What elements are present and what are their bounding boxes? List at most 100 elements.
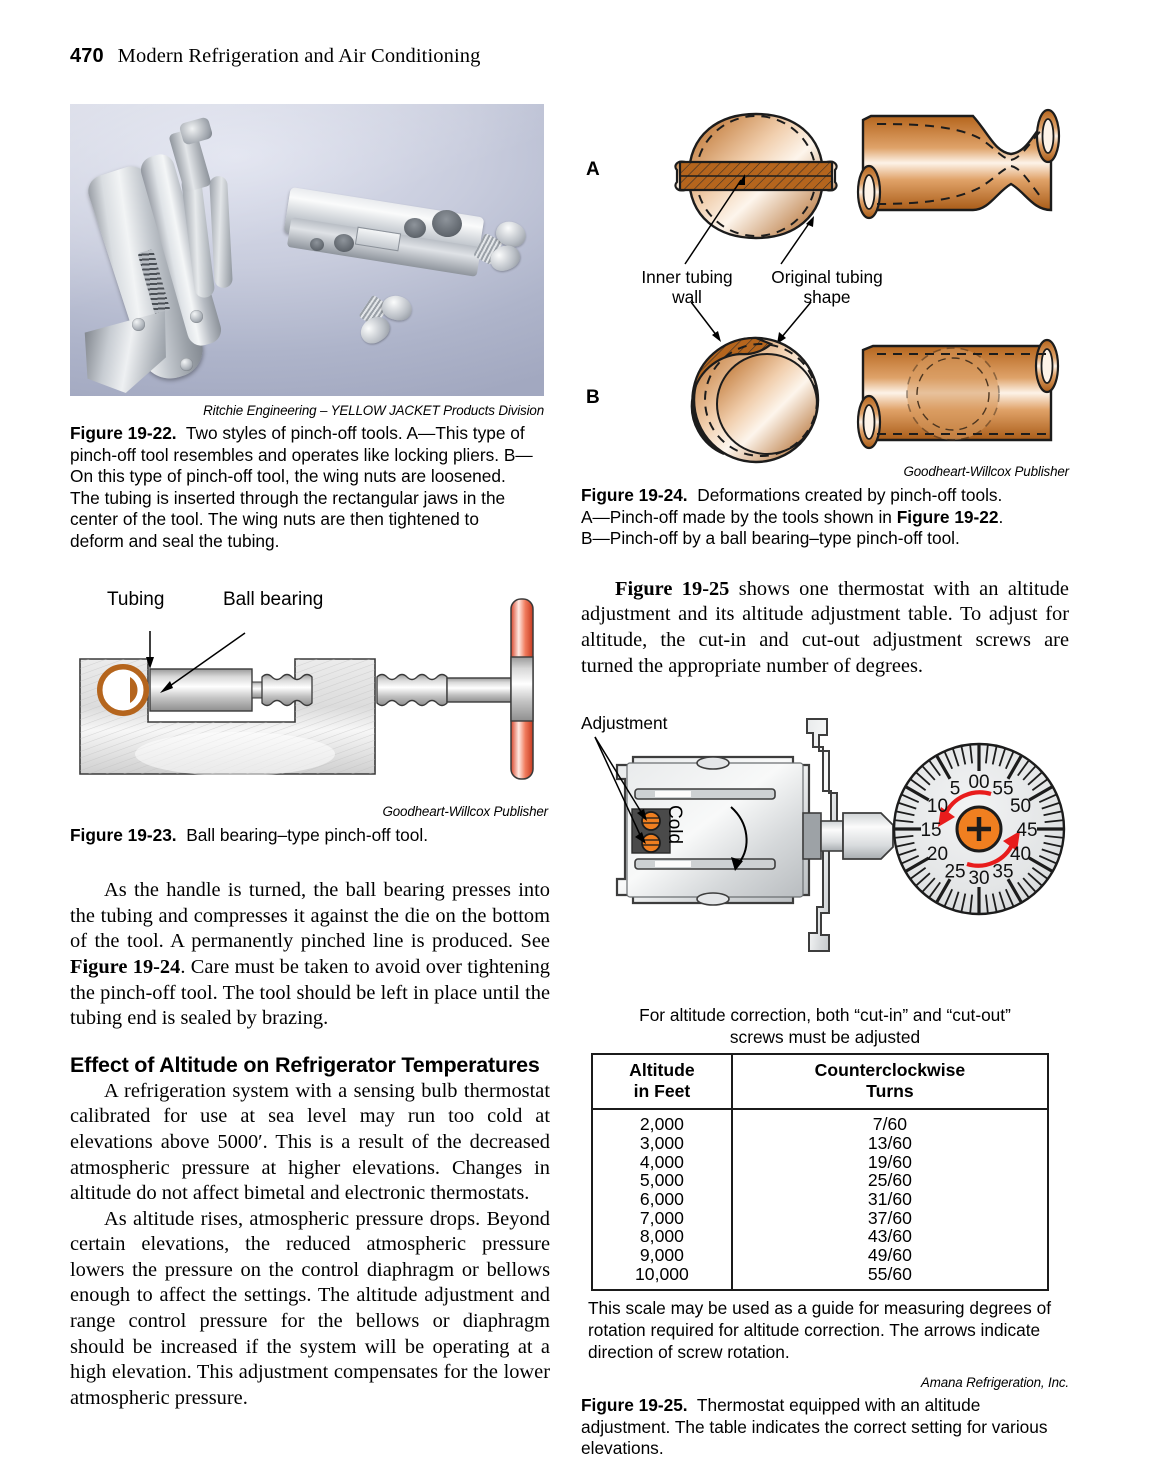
- right-column: A B Inner tubing wall Original tubing sh…: [581, 104, 1069, 1460]
- table-row: 5,000 25/60: [592, 1171, 1048, 1190]
- dial-minor-tick: [1022, 877, 1036, 893]
- dial-minor-tick: [1027, 772, 1043, 786]
- cell-turns: 37/60: [867, 1207, 912, 1228]
- pliers-rivet-1: [132, 318, 145, 331]
- cell-altitude: 7,000: [592, 1208, 733, 1228]
- pliers-inner-lever: [209, 175, 233, 289]
- figure-19-22-caption-label: Figure 19-22.: [70, 423, 177, 443]
- dial-major-tick: [935, 755, 952, 780]
- cell-turns: 13/60: [867, 1132, 912, 1153]
- left-paragraph-3: As altitude rises, atmospheric pressure …: [70, 1207, 550, 1409]
- dial-minor-tick: [960, 893, 967, 912]
- header-altitude-line2: in Feet: [633, 1081, 691, 1102]
- dial-tick-label: 30: [968, 868, 989, 889]
- dial-major-tick: [935, 878, 952, 903]
- right-paragraph-1: Figure 19-25 shows one thermostat with a…: [581, 577, 1069, 679]
- page-number: 470: [70, 45, 104, 67]
- table-header-turns: Counterclockwise Turns: [731, 1054, 1048, 1111]
- dial-major-tick: [1006, 878, 1023, 903]
- bar-type-pinch-off-tool: [283, 186, 536, 376]
- callout-original-shape-line2: shape: [803, 287, 851, 307]
- dial-minor-tick: [898, 802, 917, 810]
- cell-turns: 25/60: [867, 1170, 912, 1191]
- dial-minor-tick: [1038, 794, 1057, 804]
- figure-19-23-caption-label: Figure 19-23.: [70, 824, 177, 845]
- left-paragraph-2: A refrigeration system with a sensing bu…: [70, 1079, 550, 1205]
- dial-minor-tick: [928, 760, 941, 777]
- figure-19-24-svg: [674, 108, 1061, 464]
- dial-minor-tick: [1043, 841, 1062, 848]
- figure-19-25-caption-text: Thermostat equipped with an altitude adj…: [581, 1395, 1048, 1459]
- left-paragraph-1-part-b: . Care must be taken to avoid over tight…: [70, 955, 550, 1030]
- figure-19-24-credit: Goodheart-Willcox Publisher: [903, 464, 1069, 479]
- cell-altitude: 4,000: [592, 1152, 733, 1172]
- dial-minor-tick: [1017, 882, 1030, 898]
- dial-minor-tick: [1044, 819, 1063, 824]
- dial-minor-tick: [1038, 855, 1057, 865]
- dial-minor-tick: [915, 772, 931, 786]
- figure-19-22-caption: Figure 19-22. Two styles of pinch-off to…: [70, 423, 536, 553]
- dial-minor-tick: [922, 877, 936, 893]
- figure-19-25-caption: Figure 19-25. Thermostat equipped with a…: [581, 1395, 1069, 1460]
- dial-minor-tick: [1043, 810, 1062, 817]
- right-paragraph-1-figure-ref: Figure 19-25: [615, 577, 730, 600]
- dial-major-tick: [1028, 856, 1053, 873]
- dial-minor-tick: [998, 891, 1006, 910]
- cell-altitude: 6,000: [592, 1190, 733, 1209]
- header-turns-line2: Turns: [866, 1081, 914, 1102]
- figure-19-22-credit: Ritchie Engineering – YELLOW JACKET Prod…: [203, 403, 544, 418]
- dial-minor-tick: [944, 889, 953, 907]
- dial-tick-label: 20: [927, 844, 948, 865]
- callout-original-shape-line1: Original tubing: [771, 267, 883, 287]
- header-altitude-line1: Altitude: [629, 1060, 695, 1081]
- figure-19-23-label-ball-bearing: Ball bearing: [223, 588, 324, 610]
- dial-minor-tick: [1005, 889, 1014, 907]
- dial-major-tick: [1006, 755, 1023, 780]
- pliers-jaw: [78, 311, 178, 396]
- dial-major-tick: [905, 785, 930, 802]
- table-row: 7,000 37/60: [592, 1207, 1048, 1228]
- dial-minor-tick: [991, 746, 998, 765]
- dial-minor-tick: [1044, 835, 1063, 839]
- callout-inner-wall-line1: Inner tubing: [641, 267, 733, 287]
- dial-minor-tick: [969, 894, 973, 913]
- figure-19-24-callout-original-shape: Original tubing shape: [757, 267, 897, 307]
- figure-19-22-photo: [70, 104, 544, 396]
- dial-major-tick: [905, 856, 930, 873]
- dial-minor-tick: [910, 779, 927, 792]
- table-intro: For altitude correction, both “cut-in” a…: [581, 1005, 1069, 1048]
- dial-minor-tick: [895, 835, 914, 839]
- wing-nut-top: [472, 217, 534, 275]
- figure-19-24-caption-line2-a: A—Pinch-off made by the tools shown in: [581, 506, 897, 527]
- dial-minor-tick: [896, 810, 915, 817]
- left-column: Ritchie Engineering – YELLOW JACKET Prod…: [70, 104, 550, 1411]
- dial-minor-tick: [1041, 802, 1060, 810]
- cell-turns: 19/60: [867, 1151, 912, 1172]
- dial-minor-tick: [915, 872, 931, 887]
- dial-minor-tick: [895, 819, 914, 824]
- figure-19-24-caption-figure-ref: Figure 19-22: [896, 506, 999, 527]
- dial-tick-label: 40: [1010, 844, 1031, 865]
- cell-altitude: 2,000: [592, 1109, 733, 1134]
- dial-tick-label: 10: [927, 796, 948, 817]
- table-intro-line2: screws must be adjusted: [729, 1026, 921, 1047]
- dial-minor-tick: [1022, 766, 1036, 781]
- dial-tick-label: 55: [992, 779, 1013, 800]
- row-b-side-view: [856, 338, 1060, 450]
- figure-19-24-caption-line2-b: .: [998, 506, 1004, 527]
- dial-minor-tick: [901, 794, 920, 804]
- figure-19-23-svg: [79, 597, 534, 780]
- figure-19-24-callout-inner-wall: Inner tubing wall: [623, 267, 751, 307]
- dial-minor-tick: [998, 748, 1006, 767]
- table-header-altitude: Altitude in Feet: [592, 1054, 733, 1111]
- cell-altitude: 5,000: [592, 1171, 733, 1190]
- cell-turns: 49/60: [867, 1245, 912, 1266]
- dial-minor-tick: [960, 746, 967, 765]
- callout-inner-wall-line2: wall: [672, 287, 702, 307]
- pliers-rivet-3: [180, 358, 193, 371]
- dial-tick-label: 50: [1010, 796, 1031, 817]
